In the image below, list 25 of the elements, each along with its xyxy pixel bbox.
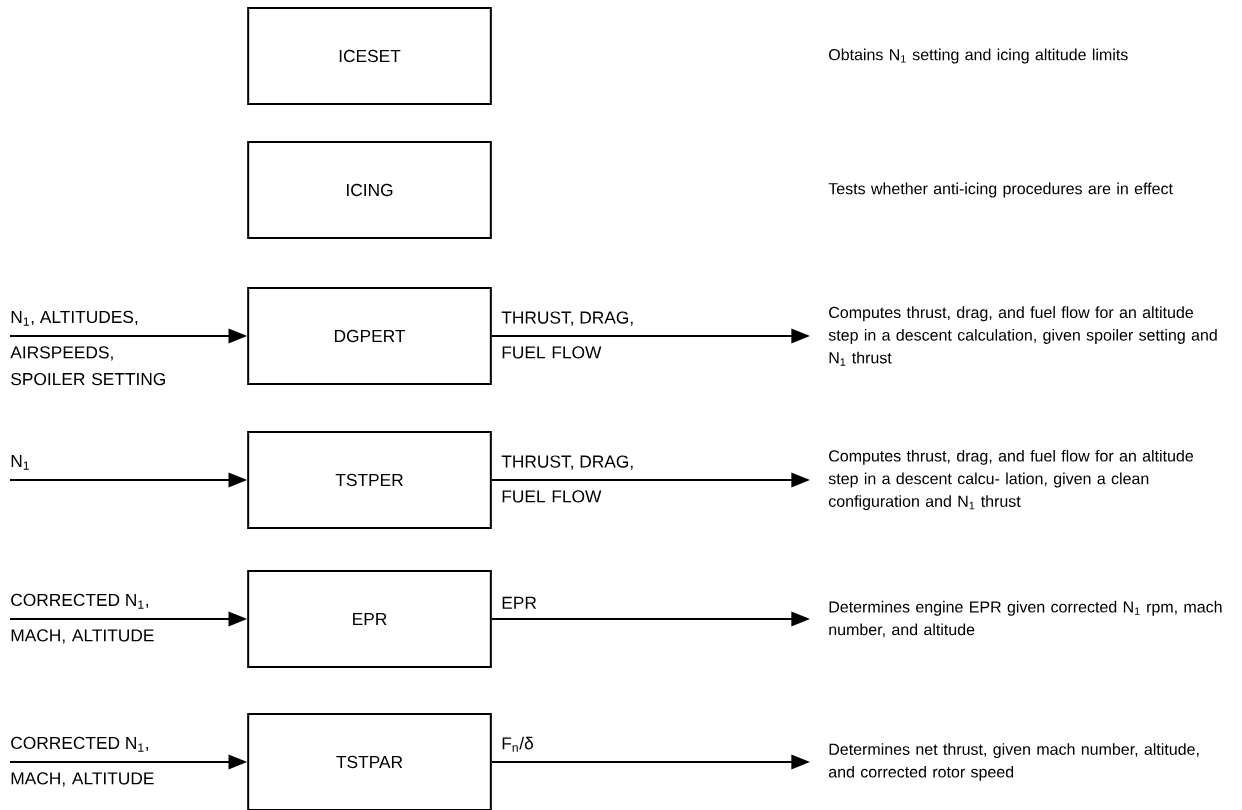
description-text: Computes thrust, drag, and fuel flow for an altitude step in a descent calculation, given spoiler setting and N$_{1}$ thrust: [828, 306, 1217, 366]
process-box: DGPERT: [247, 287, 492, 385]
description-text: Obtains N$_{1}$ setting and icing altitude limits: [829, 48, 1128, 64]
process-box: EPR: [247, 570, 492, 668]
description-text: Computes thrust, drag, and fuel flow for an altitude step in a descent calcu- lation, given a clean configuration and N$_{1}$ thrust: [828, 449, 1193, 511]
process-box: ICESET: [247, 7, 492, 105]
edge-label: N$_{1}$: [11, 455, 29, 470]
signal-label: FUEL FLOW: [502, 346, 602, 359]
process-box: TSTPAR: [247, 713, 492, 810]
description-text: Determines net thrust, given mach number, altitude, and corrected rotor speed: [828, 743, 1199, 781]
signal-label: MACH, ALTITUDE: [11, 629, 154, 644]
signal-label: AIRSPEEDS, SPOILER SETTING: [10, 346, 165, 386]
signal-label: MACH, ALTITUDE: [11, 772, 154, 787]
description-text: Tests whether anti-icing procedures are in effect: [828, 182, 1173, 198]
process-box: TSTPER: [247, 431, 492, 529]
edge-label: CORRECTED N$_{1}$,: [11, 736, 149, 752]
edge-label: F$_{n}$/δ: [502, 736, 533, 752]
edge-label: EPR: [502, 596, 537, 609]
edge-label: N$_{1}$, ALTITUDES,: [11, 310, 138, 326]
edge-label: THRUST, DRAG,: [501, 311, 633, 326]
signal-label: FUEL FLOW: [502, 490, 602, 503]
edge-label: CORRECTED N$_{1}$,: [11, 593, 149, 609]
process-box: ICING: [247, 141, 492, 239]
description-text: Determines engine EPR given corrected N$_{1}$ rpm, mach number, and altitude: [829, 600, 1222, 638]
edge-label: THRUST, DRAG,: [501, 455, 633, 470]
